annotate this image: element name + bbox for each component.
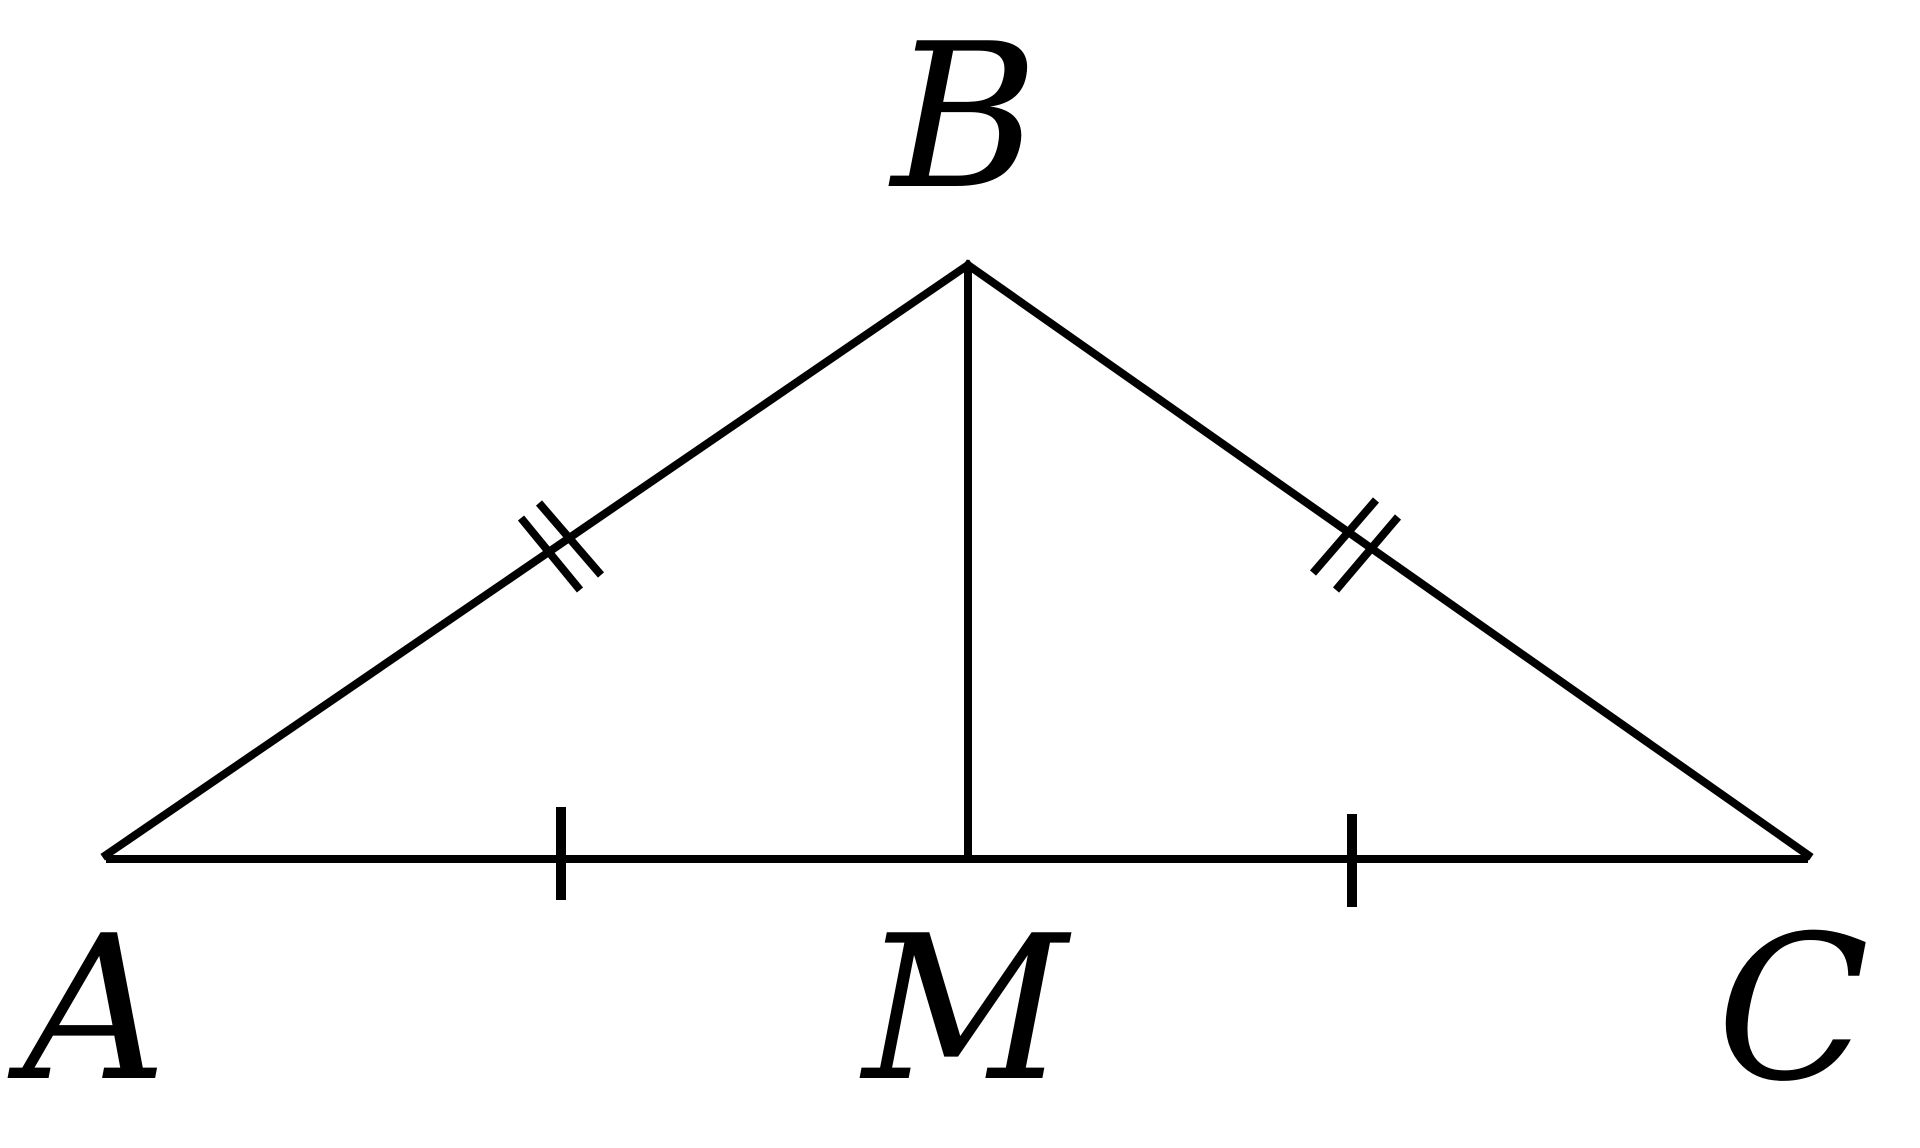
segment-ab [100,259,974,861]
segment-bc [962,259,1814,861]
tick-marks-ab [517,500,605,593]
tick-marks-bc [1309,497,1402,593]
vertex-label-c: C [1716,893,1869,1126]
tick-ab-2 [535,500,605,578]
tick-bc-2 [1332,514,1402,593]
vertex-label-a: A [7,893,167,1126]
vertex-label-b: B [888,1,1039,234]
tick-ab-1 [517,515,584,593]
vertex-label-m: M [859,893,1072,1126]
tick-bc-1 [1309,497,1380,576]
